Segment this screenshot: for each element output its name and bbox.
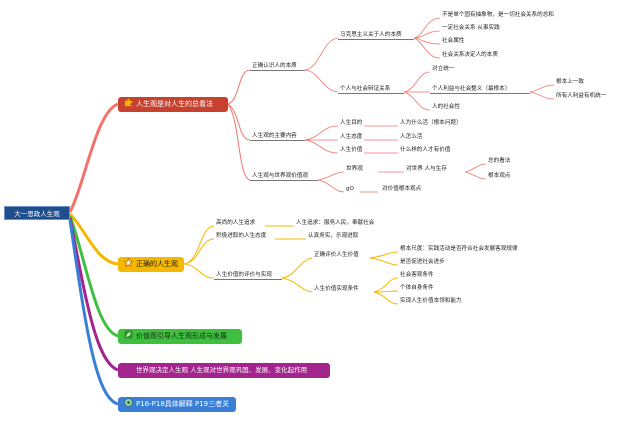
b1-s1c1-item3[interactable]: 社会关系决定人的本质 (442, 52, 498, 58)
note-icon (124, 398, 133, 407)
b1-sub3-label[interactable]: 人生观与世界观价值观 (252, 173, 308, 179)
branch3-label: 价值观引导人生观形成与发展 (136, 332, 227, 340)
b1-s1c1-item0[interactable]: 不是单个固有抽象物，是一切社会关系的总和 (442, 12, 554, 18)
b2-sub3-label[interactable]: 人生价值的评价与实现 (216, 272, 272, 278)
b2-s3c1-item0[interactable]: 根本尺度：实践活动是否符合社会发展客观规律 (400, 246, 518, 252)
b1-s3-item1-note[interactable]: 对价值根本观点 (382, 186, 422, 192)
b1-s2-item0[interactable]: 人生目的 (340, 120, 363, 126)
b2-sub2-note[interactable]: 认真务实，乐观进取 (308, 233, 359, 239)
b1-sub2-label[interactable]: 人生观的主要内容 (252, 133, 297, 139)
branch4-connector (68, 217, 119, 372)
branch1-node[interactable]: 人生观是对人生的总看法 (118, 97, 228, 112)
branch5-connector (68, 219, 119, 406)
b1-s2-item1[interactable]: 人生态度 (340, 134, 363, 140)
b2-sub1-label[interactable]: 高尚的人生追求 (216, 220, 256, 226)
b1-s2-item2[interactable]: 人生价值 (340, 147, 363, 153)
branch2-node[interactable]: 正确的人生观 (118, 257, 184, 272)
branch4-label: 世界观决定人生观 人生观对世界观巩固、发展、变化起作用 (136, 366, 308, 374)
branch3-node[interactable]: 价值观引导人生观形成与发展 (118, 329, 242, 344)
branch1-label: 人生观是对人生的总看法 (136, 100, 213, 108)
star-icon (123, 257, 134, 267)
b2-s3-child1-label[interactable]: 正确评价人生价值 (314, 252, 359, 258)
b1-sub1-child2-label[interactable]: 个人与社会辩证关系 (340, 86, 391, 92)
branch2-connector (68, 212, 119, 266)
root-node[interactable]: 大一思政人生观 (4, 206, 70, 220)
b2-s3c1-item1[interactable]: 是否促进社会进步 (400, 259, 445, 265)
b2-s3c2-item0[interactable]: 社会客观条件 (400, 272, 434, 278)
b1-s3-item0-note[interactable]: 对世界 人与生存 (406, 166, 447, 172)
branch5-label: P16-P18具体解释 P19三者关 (136, 400, 230, 408)
b1-s3-item0-sub0[interactable]: 总的看法 (488, 158, 511, 164)
b1-s1c2-item1[interactable]: 个人利益与社会整义（最根本） (432, 86, 511, 92)
b1-s2-item1-note[interactable]: 人怎么活 (400, 134, 423, 140)
branch3-connector (68, 215, 119, 338)
b2-sub2-label[interactable]: 积极进取的人生态度 (216, 233, 267, 239)
b1-s1c2-grand0[interactable]: 根本上一致 (556, 79, 584, 85)
b1-s1c2-grand1[interactable]: 所有人利益有机统一 (556, 93, 607, 99)
b1-sub1-child1-label[interactable]: 马克思主义关于人的本质 (340, 32, 402, 38)
b1-s3-item0-sub1[interactable]: 根本观点 (488, 173, 511, 179)
leaf-icon (124, 330, 133, 339)
b1-sub1-label[interactable]: 正确认识人的本质 (252, 63, 297, 69)
branch2-subconnectors (183, 225, 399, 305)
b1-s1c1-item1[interactable]: 一定社会关系 从事实践 (442, 25, 500, 31)
b2-sub1-note[interactable]: 人生追求：服务人民，奉献社会 (296, 220, 375, 226)
b1-s3-item1[interactable]: gO (346, 186, 354, 192)
b1-s2-item2-note[interactable]: 什么样的人才有价值 (400, 147, 451, 153)
branch4-node[interactable]: 世界观决定人生观 人生观对世界观巩固、发展、变化起作用 (118, 363, 330, 378)
b1-s3-item0[interactable]: 世界观 (346, 166, 363, 172)
branch5-node[interactable]: P16-P18具体解释 P19三者关 (118, 397, 236, 412)
branch1-subconnectors (227, 69, 251, 181)
b2-s3c2-item2[interactable]: 实现人生价值本领和能力 (400, 298, 462, 304)
branch1-connector (68, 102, 119, 213)
b1-s1c1-item2[interactable]: 社会属性 (442, 38, 465, 44)
b2-s3-child2-label[interactable]: 人生价值实现条件 (314, 286, 359, 292)
puzzle-icon (124, 98, 133, 107)
b1-s1c2-item0[interactable]: 对立统一 (432, 66, 455, 72)
branch2-label: 正确的人生观 (136, 260, 178, 268)
b2-s3c2-item1[interactable]: 个体自身条件 (400, 285, 434, 291)
b1-s1c2-item2[interactable]: 人的社会性 (432, 104, 460, 110)
b1-s2-item0-note[interactable]: 人为什么活（根本问题） (400, 120, 462, 126)
